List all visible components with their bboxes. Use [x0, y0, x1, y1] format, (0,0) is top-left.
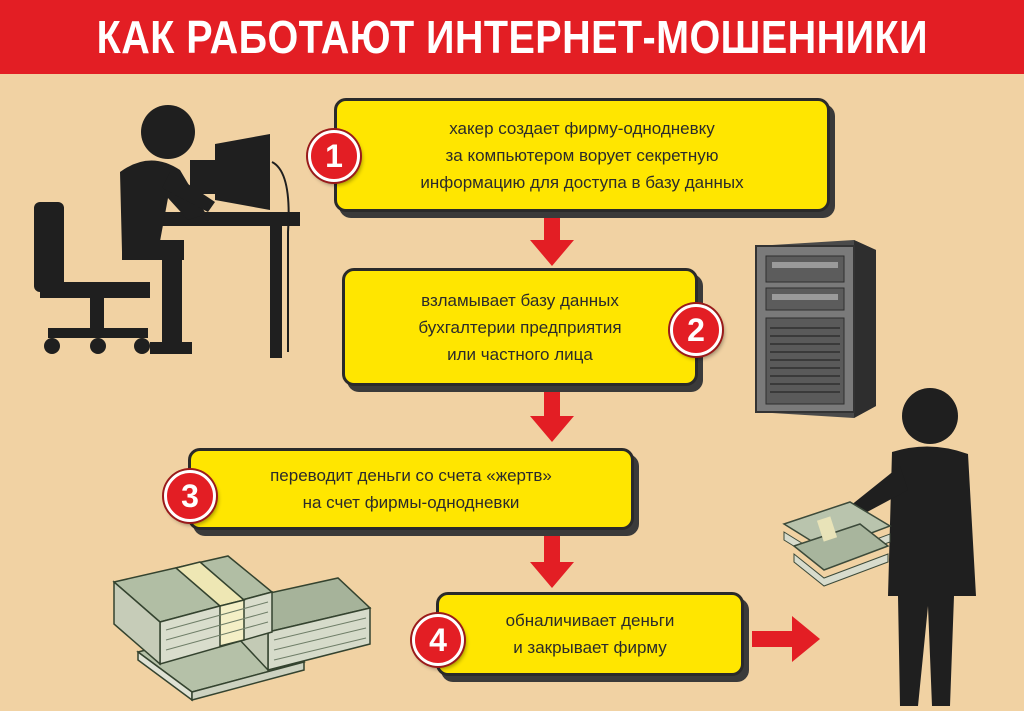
arrow-down-icon: [530, 214, 574, 266]
flow-diagram: хакер создает фирму-однодневку за компью…: [0, 74, 1024, 711]
step-1-line-1: хакер создает фирму-однодневку: [449, 118, 715, 138]
step-3-box: переводит деньги со счета «жертв» на сче…: [188, 448, 634, 530]
header-banner: КАК РАБОТАЮТ ИНТЕРНЕТ-МОШЕННИКИ: [0, 0, 1024, 74]
step-1-line-3: информацию для доступа в базу данных: [420, 172, 744, 192]
arrow-right-icon: [752, 616, 820, 662]
step-2-line-3: или частного лица: [447, 344, 593, 364]
arrow-down-icon: [530, 390, 574, 442]
step-2-box: взламывает базу данных бухгалтерии предп…: [342, 268, 698, 386]
step-2-line-2: бухгалтерии предприятия: [418, 317, 622, 337]
step-2-number-badge: 2: [670, 304, 722, 356]
step-4-box: обналичивает деньги и закрывает фирму: [436, 592, 744, 676]
step-3-line-1: переводит деньги со счета «жертв»: [270, 466, 552, 485]
money-stacks-icon: [112, 555, 372, 702]
step-1-box: хакер создает фирму-однодневку за компью…: [334, 98, 830, 212]
step-2-line-1: взламывает базу данных: [421, 290, 619, 310]
server-tower-icon: [755, 240, 876, 418]
page-title: КАК РАБОТАЮТ ИНТЕРНЕТ-МОШЕННИКИ: [96, 11, 928, 63]
step-4-line-1: обналичивает деньги: [505, 611, 675, 630]
person-holding-money-icon: [782, 388, 976, 706]
step-3-number-badge: 3: [164, 470, 216, 522]
step-3-line-2: на счет фирмы-однодневки: [302, 493, 520, 512]
step-1-line-2: за компьютером ворует секретную: [445, 145, 719, 165]
step-4-line-2: и закрывает фирму: [513, 638, 667, 657]
step-1-number-badge: 1: [308, 130, 360, 182]
arrow-down-icon: [530, 536, 574, 588]
step-4-number-badge: 4: [412, 614, 464, 666]
hacker-at-computer-icon: [34, 105, 300, 358]
